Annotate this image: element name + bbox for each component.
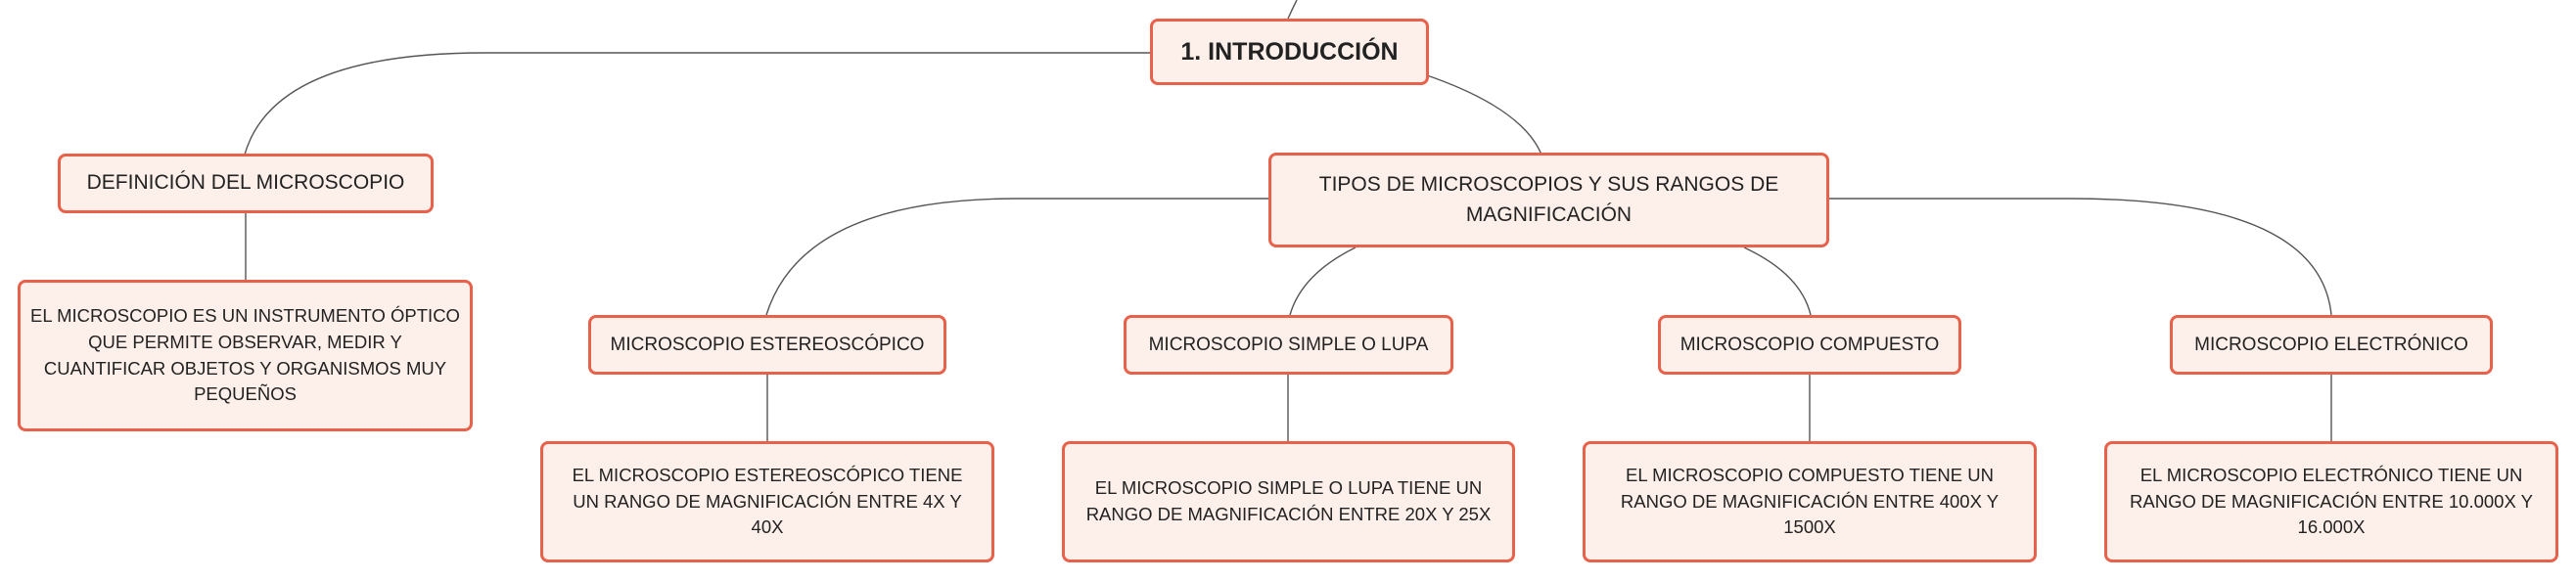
connector-parent-root: [1287, 0, 1298, 20]
type-item-electronico-label: MICROSCOPIO ELECTRÓNICO: [2194, 334, 2468, 355]
type-description-estereoscopico[interactable]: EL MICROSCOPIO ESTEREOSCÓPICO TIENE UN R…: [540, 441, 994, 562]
connector-root-definition: [244, 52, 1150, 156]
types-title: TIPOS DE MICROSCOPIOS Y SUS RANGOS DE MA…: [1318, 173, 1779, 226]
type-item-electronico[interactable]: MICROSCOPIO ELECTRÓNICO: [2170, 315, 2493, 375]
connector-types-compuesto: [1743, 246, 1812, 316]
type-description-simple-text: EL MICROSCOPIO SIMPLE O LUPA TIENE UN RA…: [1085, 477, 1492, 524]
type-item-compuesto[interactable]: MICROSCOPIO COMPUESTO: [1658, 315, 1961, 375]
definition-description: EL MICROSCOPIO ES UN INSTRUMENTO ÓPTICO …: [30, 304, 460, 405]
types-node[interactable]: TIPOS DE MICROSCOPIOS Y SUS RANGOS DE MA…: [1268, 153, 1829, 247]
definition-description-node[interactable]: EL MICROSCOPIO ES UN INSTRUMENTO ÓPTICO …: [18, 280, 473, 431]
type-description-electronico-text: EL MICROSCOPIO ELECTRÓNICO TIENE UN RANG…: [2130, 464, 2533, 538]
type-item-compuesto-label: MICROSCOPIO COMPUESTO: [1679, 334, 1940, 355]
type-description-simple[interactable]: EL MICROSCOPIO SIMPLE O LUPA TIENE UN RA…: [1062, 441, 1515, 562]
connector-root-types: [1423, 73, 1542, 156]
type-item-simple-label: MICROSCOPIO SIMPLE O LUPA: [1148, 334, 1429, 355]
type-description-estereoscopico-text: EL MICROSCOPIO ESTEREOSCÓPICO TIENE UN R…: [572, 464, 963, 538]
type-description-electronico[interactable]: EL MICROSCOPIO ELECTRÓNICO TIENE UN RANG…: [2104, 441, 2558, 562]
type-item-estereoscopico-label: MICROSCOPIO ESTEREOSCÓPICO: [610, 334, 925, 355]
definition-title: DEFINICIÓN DEL MICROSCOPIO: [86, 171, 405, 195]
root-label: 1. INTRODUCCIÓN: [1180, 37, 1399, 66]
definition-node[interactable]: DEFINICIÓN DEL MICROSCOPIO: [58, 154, 434, 213]
root-node[interactable]: 1. INTRODUCCIÓN: [1150, 19, 1429, 85]
connector-types-simple: [1289, 246, 1357, 316]
type-item-simple[interactable]: MICROSCOPIO SIMPLE O LUPA: [1124, 315, 1453, 375]
type-description-compuesto-text: EL MICROSCOPIO COMPUESTO TIENE UN RANGO …: [1620, 464, 2000, 538]
type-description-compuesto[interactable]: EL MICROSCOPIO COMPUESTO TIENE UN RANGO …: [1583, 441, 2037, 562]
connector-types-estereo: [765, 198, 1270, 316]
connector-types-electronico: [1827, 198, 2332, 316]
type-item-estereoscopico[interactable]: MICROSCOPIO ESTEREOSCÓPICO: [588, 315, 946, 375]
